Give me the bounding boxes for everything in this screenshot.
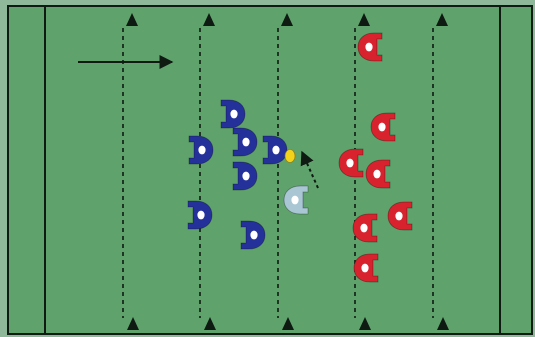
ball-icon: [285, 150, 295, 163]
field-surface: [8, 6, 532, 334]
